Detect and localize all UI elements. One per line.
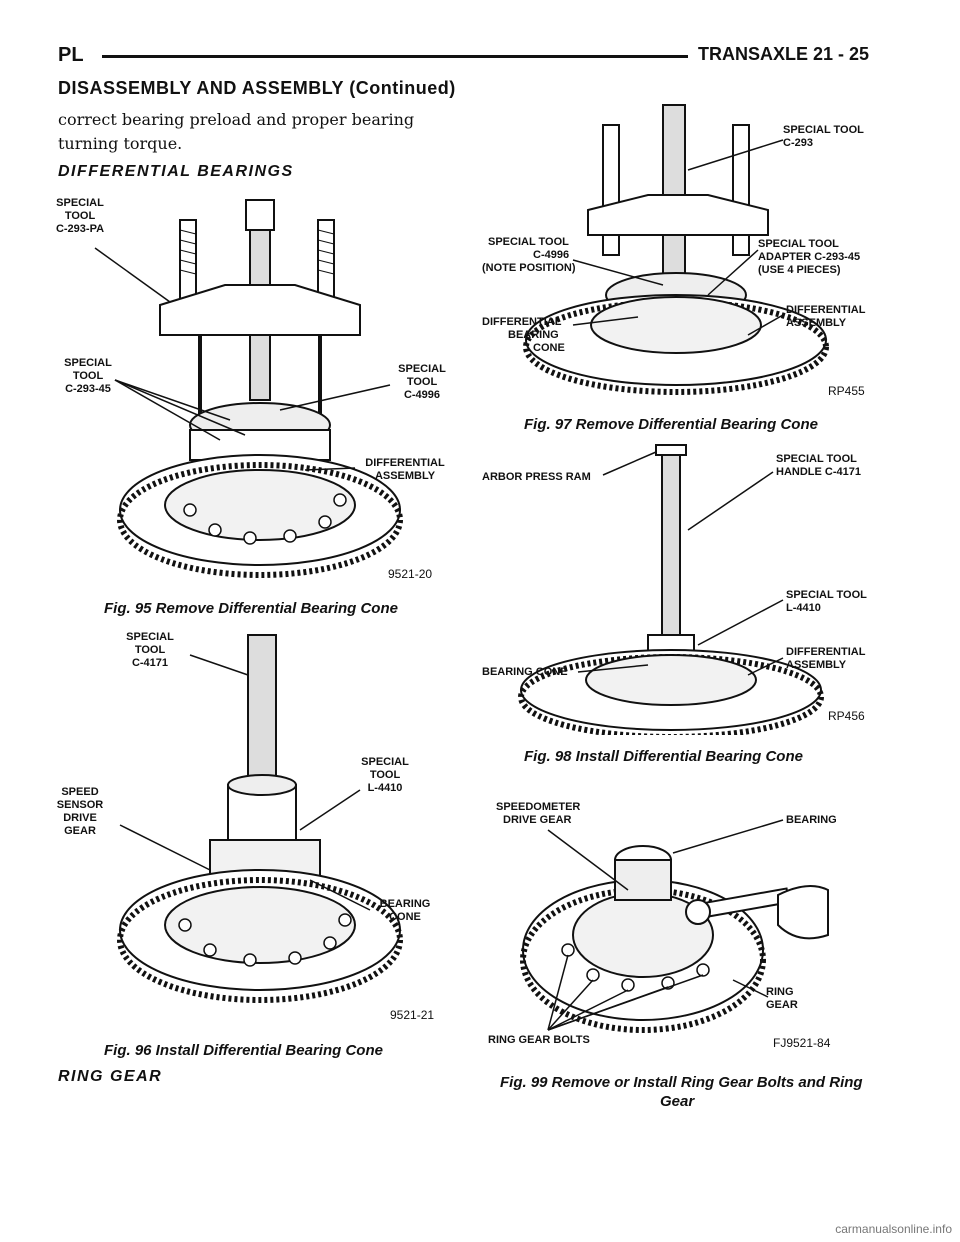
subhead-differential-bearings: DIFFERENTIAL BEARINGS [58,163,294,180]
fig99-label-speedo-1: SPEEDOMETER [496,801,580,813]
fig96-label-bearing-2: CONE [389,911,421,923]
fig96-label-tool4410-3: L-4410 [368,782,403,794]
section-title: DISASSEMBLY AND ASSEMBLY (Continued) [58,78,456,98]
subhead-ring-gear: RING GEAR [58,1068,163,1085]
fig97-label-tool4996-3: (NOTE POSITION) [482,262,576,274]
fig95-label-tool45-1: SPECIAL [64,357,112,369]
fig97-label-diff-1: DIFFERENTIAL [786,304,866,316]
fig98-code: RP456 [828,709,865,723]
fig95-label-tool4996-1: SPECIAL [398,363,446,375]
fig96-label-bearing-1: BEARING [380,898,431,910]
fig97-illustration: SPECIAL TOOL C-293 SPECIAL TOOL C-4996 (… [482,104,866,398]
fig98-label-diff-2: ASSEMBLY [786,659,847,671]
fig98-label-handle-2: HANDLE C-4171 [776,466,861,478]
fig95-label-tool-pa-1: SPECIAL [56,197,104,209]
header-section-code: PL [58,44,84,66]
fig99-label-bearing: BEARING [786,814,837,826]
fig98-caption: Fig. 98 Install Differential Bearing Con… [524,748,803,765]
fig99-label-speedo-2: DRIVE GEAR [503,814,572,826]
fig95-label-tool-pa-3: C-293-PA [56,223,104,235]
fig97-label-diff-2: ASSEMBLY [786,317,847,329]
fig96-label-tool4410-2: TOOL [370,769,401,781]
fig95-caption: Fig. 95 Remove Differential Bearing Cone [104,600,398,617]
fig95-label-tool45-2: TOOL [73,370,104,382]
watermark: carmanualsonline.info [835,1222,952,1236]
fig98-label-diff-1: DIFFERENTIAL [786,646,866,658]
fig99-illustration: SPEEDOMETER DRIVE GEAR BEARING RING GEAR… [488,801,837,1050]
fig97-code: RP455 [828,384,865,398]
fig97-label-bearing-3: CONE [533,342,565,354]
fig95-illustration: SPECIAL TOOL C-293-PA SPECIAL TOOL C-293… [56,197,446,581]
fig98-illustration: ARBOR PRESS RAM SPECIAL TOOL HANDLE C-41… [482,444,867,735]
fig95-code: 9521-20 [388,567,432,581]
fig96-label-speed-2: SENSOR [57,799,104,811]
fig97-label-tool4996-2: C-4996 [533,249,569,261]
fig96-label-tool4171-1: SPECIAL [126,631,174,643]
fig99-label-ringgear-2: GEAR [766,999,798,1011]
fig96-code: 9521-21 [390,1008,434,1022]
fig95-label-tool45-3: C-293-45 [65,383,111,395]
fig96-caption: Fig. 96 Install Differential Bearing Con… [104,1042,383,1059]
fig96-label-tool4171-3: C-4171 [132,657,168,669]
fig97-label-adapter-3: (USE 4 PIECES) [758,264,841,276]
fig98-label-handle-1: SPECIAL TOOL [776,453,857,465]
fig95-label-tool-pa-2: TOOL [65,210,96,222]
fig98-label-tool4410-1: SPECIAL TOOL [786,589,867,601]
fig97-label-bearing-2: BEARING [508,329,559,341]
header-rule [102,55,688,58]
fig98-label-arbor: ARBOR PRESS RAM [482,471,591,483]
fig97-label-tool293-1: SPECIAL TOOL [783,124,864,136]
fig97-label-bearing-1: DIFFERENTIAL [482,316,562,328]
fig95-label-tool4996-2: TOOL [407,376,438,388]
fig95-label-tool4996-3: C-4996 [404,389,440,401]
fig97-label-tool293-2: C-293 [783,137,813,149]
fig99-caption-line1: Fig. 99 Remove or Install Ring Gear Bolt… [500,1074,863,1091]
fig95-label-diff-1: DIFFERENTIAL [365,457,445,469]
fig96-label-speed-4: GEAR [64,825,96,837]
fig99-label-bolts: RING GEAR BOLTS [488,1034,590,1046]
fig96-label-speed-1: SPEED [61,786,98,798]
fig99-code: FJ9521-84 [773,1036,831,1050]
fig96-label-tool4410-1: SPECIAL [361,756,409,768]
fig99-label-ringgear-1: RING [766,986,794,998]
fig97-label-adapter-2: ADAPTER C-293-45 [758,251,860,263]
fig96-label-tool4171-2: TOOL [135,644,166,656]
fig97-label-adapter-1: SPECIAL TOOL [758,238,839,250]
fig98-label-tool4410-2: L-4410 [786,602,821,614]
fig96-illustration: SPECIAL TOOL C-4171 SPECIAL TOOL L-4410 … [57,631,435,1022]
fig97-label-tool4996-1: SPECIAL TOOL [488,236,569,248]
fig95-label-diff-2: ASSEMBLY [375,470,436,482]
header-page-ref: TRANSAXLE 21 - 25 [698,44,870,64]
fig98-label-bearing: BEARING CONE [482,666,568,678]
intro-paragraph: correct bearing preload and proper beari… [58,110,415,153]
fig99-caption-line2: Gear [660,1093,695,1110]
fig97-caption: Fig. 97 Remove Differential Bearing Cone [524,416,818,433]
fig96-label-speed-3: DRIVE [63,812,97,824]
